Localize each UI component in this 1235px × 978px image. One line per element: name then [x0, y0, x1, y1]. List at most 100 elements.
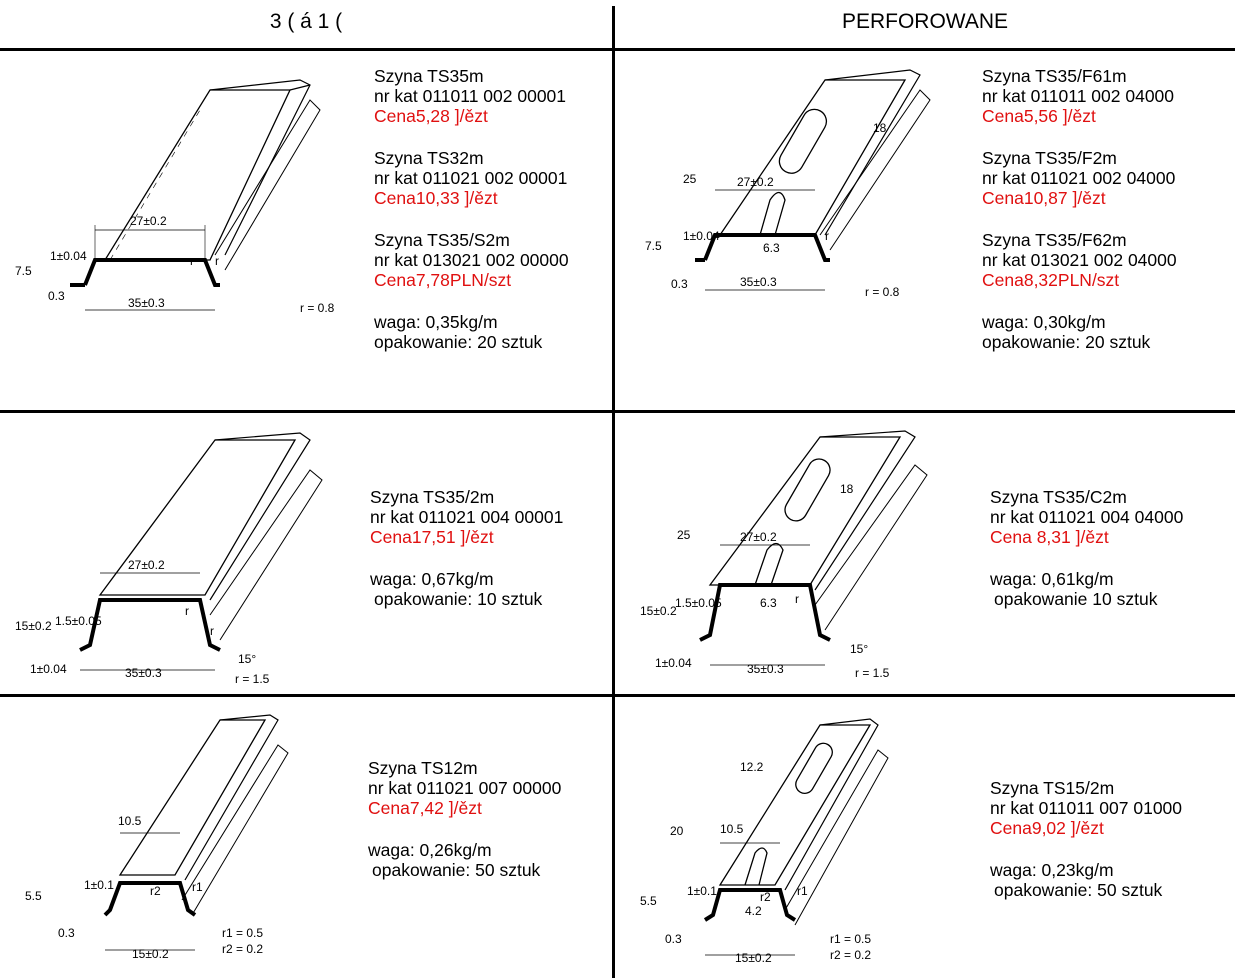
product-info-r2-left: Szyna TS35/2m nr kat 011021 004 00001 Ce… — [370, 487, 563, 609]
dim-width: 27±0.2 — [737, 175, 774, 189]
weight: waga: 0,23kg/m — [990, 860, 1114, 880]
dim-slot: 12.2 — [740, 760, 764, 774]
dim-height: 7.5 — [15, 264, 32, 278]
dim-base: 35±0.3 — [747, 662, 784, 676]
product-name: Szyna TS35/S2m — [374, 230, 510, 250]
dim-width: 27±0.2 — [130, 214, 167, 228]
product-info-r1-left: Szyna TS35m nr kat 011011 002 00001 Cena… — [374, 66, 569, 352]
dim-height: 15±0.2 — [640, 604, 677, 618]
dim-pitch: 20 — [670, 824, 684, 838]
dim-width: 27±0.2 — [128, 558, 165, 572]
dim-height: 15±0.2 — [15, 619, 52, 633]
product-info-r3-left: Szyna TS12m nr kat 011021 007 00000 Cena… — [368, 758, 561, 880]
price: Cena5,56 ]/ězt — [982, 106, 1096, 126]
dim-hole: 4.2 — [745, 904, 762, 918]
catalog-number: nr kat 013021 002 04000 — [982, 250, 1177, 270]
dim-thickness: 1±0.1 — [84, 878, 114, 892]
catalog-number: nr kat 011021 002 04000 — [982, 168, 1176, 188]
packaging: opakowanie 10 sztuk — [994, 589, 1158, 609]
dim-pitch: 25 — [677, 528, 691, 542]
svg-text:r: r — [210, 624, 214, 638]
catalog-number: nr kat 011021 004 04000 — [990, 507, 1184, 527]
svg-text:r1: r1 — [192, 880, 203, 894]
rail-drawing-ts15-perforated: 10.5 15±0.2 12.2 20 4.2 5.5 1±0.1 0.3 r2… — [625, 705, 980, 970]
svg-text:r: r — [185, 604, 189, 618]
weight: waga: 0,30kg/m — [982, 312, 1106, 332]
dim-shoulder: 1.5±0.05 — [675, 596, 722, 610]
dim-thickness: 1±0.04 — [50, 249, 87, 263]
price: Cena9,02 ]/ězt — [990, 818, 1104, 838]
rail-drawing-ts35-15-perforated: 27±0.2 35±0.3 18 25 6.3 15±0.2 1.5±0.05 … — [625, 425, 980, 687]
dim-offset: 0.3 — [665, 932, 682, 946]
catalog-number: nr kat 011021 002 00001 — [374, 168, 568, 188]
price: Cena7,78PLN/szt — [374, 270, 512, 290]
product-name: Szyna TS12m — [368, 758, 478, 778]
header-left: 3 ( á 1 ( — [269, 10, 343, 33]
dim-slot: 18 — [873, 121, 887, 135]
dim-base: 35±0.3 — [740, 275, 777, 289]
price: Cena7,42 ]/ězt — [368, 798, 482, 818]
dim-radius: r = 1.5 — [235, 672, 270, 686]
header-divider — [0, 48, 1235, 51]
dim-offset: 0.3 — [671, 277, 688, 291]
svg-text:r: r — [215, 254, 219, 268]
weight: waga: 0,61kg/m — [990, 569, 1114, 589]
dim-height: 5.5 — [640, 894, 657, 908]
price: Cena8,32PLN/szt — [982, 270, 1120, 290]
dim-width: 10.5 — [118, 814, 142, 828]
dim-height: 5.5 — [25, 889, 42, 903]
dim-base: 15±0.2 — [132, 947, 169, 961]
packaging: opakowanie: 50 sztuk — [372, 860, 541, 880]
product-name: Szyna TS15/2m — [990, 778, 1115, 798]
dim-thickness: 1±0.04 — [30, 662, 67, 676]
packaging: opakowanie: 20 sztuk — [982, 332, 1151, 352]
catalog-number: nr kat 011021 007 00000 — [368, 778, 562, 798]
column-divider — [612, 6, 615, 978]
price: Cena 8,31 ]/ězt — [990, 527, 1109, 547]
weight: waga: 0,35kg/m — [374, 312, 498, 332]
product-info-r1-right: Szyna TS35/F61m nr kat 011011 002 04000 … — [982, 66, 1177, 352]
dim-radius: r = 0.8 — [865, 285, 900, 299]
header-right: PERFOROWANE — [841, 10, 1009, 33]
row-divider-2 — [0, 694, 1235, 697]
dim-width: 10.5 — [720, 822, 744, 836]
dim-shoulder: 1.5±0.05 — [55, 614, 102, 628]
dim-offset: 0.3 — [58, 926, 75, 940]
svg-text:r1: r1 — [797, 884, 808, 898]
dim-thickness: 1±0.04 — [655, 656, 692, 670]
rail-drawing-ts15: 10.5 15±0.2 5.5 1±0.1 0.3 r2 r1 r1 = 0.5… — [10, 705, 365, 970]
svg-text:r: r — [795, 592, 799, 606]
product-name: Szyna TS35/F61m — [982, 66, 1127, 86]
dim-pitch: 25 — [683, 172, 697, 186]
weight: waga: 0,26kg/m — [368, 840, 492, 860]
catalog-number: nr kat 011011 007 01000 — [990, 798, 1183, 818]
dim-thickness: 1±0.04 — [683, 229, 720, 243]
dim-height: 7.5 — [645, 239, 662, 253]
dim-hole: 6.3 — [763, 241, 780, 255]
price: Cena10,33 ]/ězt — [374, 188, 498, 208]
rail-drawing-ts35-perforated: 27±0.2 35±0.3 18 25 6.3 7.5 1±0.04 0.3 r… — [625, 60, 980, 325]
svg-text:r2: r2 — [760, 890, 771, 904]
dim-radius: r = 1.5 — [855, 666, 890, 680]
catalog-number: nr kat 011011 002 04000 — [982, 86, 1175, 106]
product-name: Szyna TS35/F2m — [982, 148, 1117, 168]
dim-angle: 15° — [238, 652, 256, 666]
dim-angle: 15° — [850, 642, 868, 656]
rail-drawing-ts35-15: 27±0.2 35±0.3 15±0.2 1.5±0.05 1±0.04 15°… — [10, 425, 365, 687]
dim-base: 35±0.3 — [125, 666, 162, 680]
catalog-number: nr kat 011011 002 00001 — [374, 86, 567, 106]
product-name: Szyna TS35/F62m — [982, 230, 1127, 250]
product-name: Szyna TS35/2m — [370, 487, 495, 507]
dim-slot: 18 — [840, 482, 854, 496]
price: Cena10,87 ]/ězt — [982, 188, 1106, 208]
dim-radius-2: r2 = 0.2 — [830, 948, 871, 962]
price: Cena5,28 ]/ězt — [374, 106, 488, 126]
dim-radius: r = 0.8 — [300, 301, 335, 315]
packaging: opakowanie: 20 sztuk — [374, 332, 543, 352]
svg-text:r: r — [190, 254, 194, 268]
svg-text:r: r — [825, 229, 829, 243]
product-name: Szyna TS35m — [374, 66, 484, 86]
row-divider-1 — [0, 410, 1235, 413]
dim-radius-1: r1 = 0.5 — [222, 926, 263, 940]
dim-thickness: 1±0.1 — [687, 884, 717, 898]
